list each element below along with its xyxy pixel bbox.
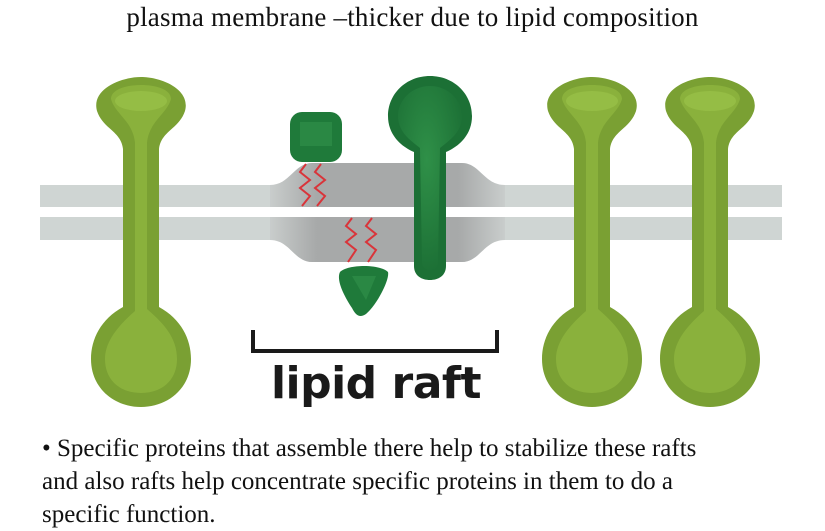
lipid-anchor-top bbox=[298, 163, 327, 207]
lipid-anchor-bottom bbox=[344, 217, 378, 263]
bullet-line-2: and also rafts help concentrate specific… bbox=[42, 468, 674, 495]
phospholipid-left bbox=[91, 77, 191, 407]
lipid-raft-diagram bbox=[40, 76, 782, 407]
bullet-text: • Specific proteins that assemble there … bbox=[42, 432, 822, 531]
lipid-raft-label: lipid raft bbox=[270, 358, 482, 409]
phospholipid-right-2 bbox=[660, 77, 760, 407]
raft-bracket bbox=[251, 330, 499, 353]
bullet-line-3: specific function. bbox=[42, 501, 216, 528]
phospholipid-right-1 bbox=[542, 77, 642, 407]
raft-region-outer bbox=[270, 163, 505, 207]
transmembrane-protein bbox=[388, 76, 472, 280]
bullet-line-1: • Specific proteins that assemble there … bbox=[42, 435, 697, 462]
peripheral-protein-top bbox=[290, 112, 342, 162]
slide-title: plasma membrane –thicker due to lipid co… bbox=[126, 2, 699, 32]
raft-region-inner bbox=[270, 217, 505, 262]
peripheral-protein-bottom bbox=[338, 266, 389, 316]
